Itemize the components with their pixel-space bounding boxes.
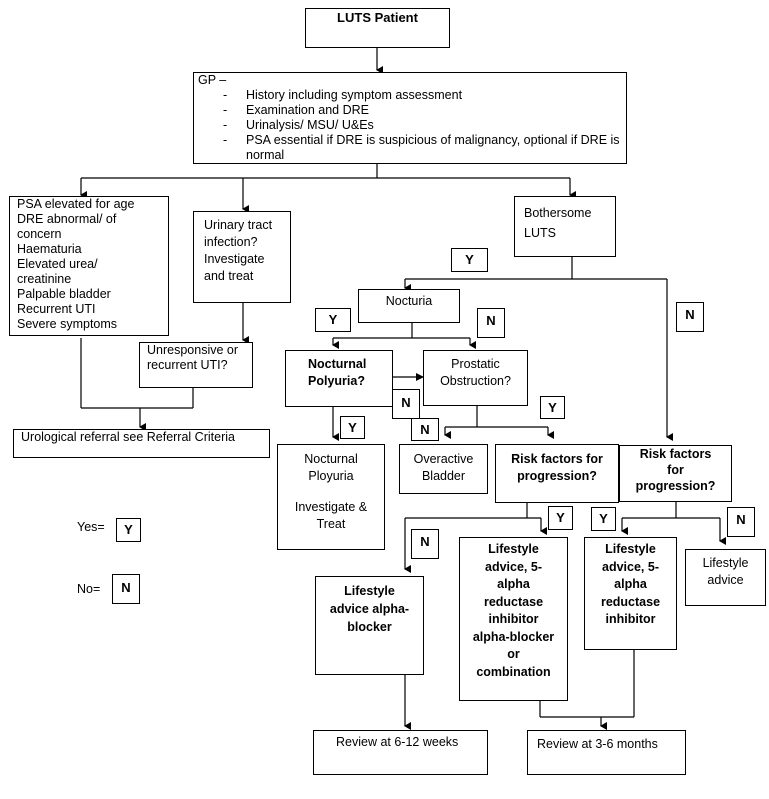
uti-line: and treat (204, 269, 254, 283)
gp-item: -PSA essential if DRE is suspicious of m… (223, 133, 620, 162)
uti-line: infection? (204, 235, 258, 249)
risk1-line: progression? (517, 469, 597, 483)
risk1-line: Risk factors for (511, 452, 603, 466)
risk2-line: for (667, 463, 684, 477)
lifestyle-5ari-box: Lifestyle advice, 5- alpha reductase inh… (584, 537, 677, 650)
gp-item: -Urinalysis/ MSU/ U&Es (223, 118, 374, 132)
risk-factors-box-2: Risk factors for progression? (619, 445, 732, 502)
criteria-line: Elevated urea/ (17, 257, 98, 271)
oab-line: Overactive (413, 452, 474, 466)
uti-line: Urinary tract (204, 218, 273, 232)
overactive-bladder-box: Overactive Bladder (399, 444, 488, 494)
lifestyle-advice-box: Lifestyle advice (685, 549, 766, 606)
criteria-line: Recurrent UTI (17, 302, 96, 316)
ari-line: advice, 5- (602, 559, 659, 574)
combo-line: alpha-blocker (472, 629, 555, 644)
referral-criteria-box: PSA elevated for age DRE abnormal/ of co… (9, 196, 169, 336)
yes-tag-5ari: Y (591, 507, 616, 531)
no-tag-alpha-blocker: N (411, 529, 439, 559)
gp-box: GP – -History including symptom assessme… (193, 72, 627, 164)
no-tag-prostatic: N (477, 308, 505, 338)
no-tag-np-to-po: N (392, 389, 420, 419)
nocturnal-ployuria-box: Nocturnal Ployuria Investigate & Treat (277, 444, 385, 550)
combo-line: inhibitor (488, 612, 539, 626)
combo-line: advice, 5- (485, 559, 542, 574)
criteria-line: Severe symptoms (17, 317, 118, 331)
legend-no-tag: N (112, 574, 140, 604)
ari-line: Lifestyle (605, 542, 656, 556)
nocturnal-ployuria-line: Investigate & (294, 500, 368, 514)
combo-line: combination (476, 664, 551, 679)
criteria-line: Palpable bladder (17, 287, 111, 301)
ari-line: inhibitor (605, 612, 656, 626)
nocturnal-ployuria-line: Ployuria (308, 469, 354, 483)
review-weeks-text: Review at 6-12 weeks (336, 735, 459, 749)
unresponsive-uti-box: Unresponsive or recurrent UTI? (139, 342, 253, 388)
review-months-text: Review at 3-6 months (537, 737, 658, 751)
combo-line: Lifestyle (488, 542, 539, 556)
gp-item: -Examination and DRE (223, 103, 369, 117)
no-tag-lifestyle-advice: N (727, 507, 755, 537)
uti-line: Investigate (204, 252, 265, 266)
gp-item: -History including symptom assessment (223, 88, 463, 102)
spacer (278, 485, 384, 499)
risk2-line: Risk factors (639, 447, 712, 461)
legend-yes-label: Yes= (77, 520, 105, 534)
criteria-line: creatinine (17, 272, 72, 286)
lifestyle-5ari-combination-box: Lifestyle advice, 5- alpha reductase inh… (459, 537, 568, 701)
yes-tag-nocturnal-ployuria: Y (340, 416, 365, 439)
nocturia-text: Nocturia (385, 294, 433, 308)
po-line: Obstruction? (440, 374, 511, 388)
unresponsive-line: recurrent UTI? (147, 358, 228, 372)
combo-line: reductase (483, 594, 544, 609)
ari-line: alpha (614, 577, 647, 591)
nocturnal-ployuria-line: Nocturnal (304, 452, 358, 466)
nocturnal-ployuria-line: Treat (316, 517, 346, 531)
np-line: Polyuria? (308, 374, 365, 388)
gp-heading: GP – (198, 73, 227, 87)
review-months-box: Review at 3-6 months (527, 730, 686, 775)
luts-patient-box: LUTS Patient (305, 8, 450, 48)
lifestyle-alpha-blocker-box: Lifestyle advice alpha- blocker (315, 576, 424, 675)
no-tag-bothersome-branch: N (676, 302, 704, 332)
la-line: advice (707, 573, 744, 587)
bothersome-line: Bothersome (524, 206, 592, 220)
bothersome-line: LUTS (524, 226, 556, 240)
po-line: Prostatic (451, 357, 500, 371)
lab-line: Lifestyle (344, 584, 395, 598)
legend-yes-tag: Y (116, 518, 141, 542)
yes-tag-nocturia-branch: Y (451, 248, 488, 272)
yes-tag-nocturnal-polyuria: Y (315, 308, 351, 332)
prostatic-obstruction-question-box: Prostatic Obstruction? (423, 350, 528, 406)
unresponsive-line: Unresponsive or (147, 343, 239, 357)
oab-line: Bladder (421, 469, 466, 483)
ari-line: reductase (600, 594, 661, 609)
criteria-line: concern (17, 227, 62, 241)
legend-no-label: No= (77, 582, 101, 596)
lab-line: blocker (347, 620, 392, 634)
urological-referral-text: Urological referral see Referral Criteri… (21, 430, 235, 444)
yes-tag-combination: Y (548, 506, 573, 530)
combo-line: alpha (497, 577, 530, 591)
nocturia-box: Nocturia (358, 289, 460, 323)
risk2-line: progression? (635, 479, 716, 493)
criteria-line: Haematuria (17, 242, 82, 256)
np-line: Nocturnal (308, 357, 367, 371)
criteria-line: DRE abnormal/ of (17, 212, 117, 226)
combo-line: or (507, 647, 520, 661)
risk-factors-box-1: Risk factors for progression? (495, 444, 619, 503)
urological-referral-box: Urological referral see Referral Criteri… (13, 429, 270, 458)
bothersome-luts-box: Bothersome LUTS (514, 196, 616, 257)
nocturnal-polyuria-question-box: Nocturnal Polyuria? (285, 350, 393, 407)
criteria-line: PSA elevated for age (17, 197, 135, 211)
no-tag-overactive-bladder: N (411, 418, 439, 441)
lab-line: advice alpha- (329, 602, 410, 616)
uti-box: Urinary tract infection? Investigate and… (193, 211, 291, 303)
luts-patient-title: LUTS Patient (337, 10, 418, 25)
yes-tag-risk-factors-1: Y (540, 396, 565, 419)
la-line: Lifestyle (702, 556, 749, 570)
review-weeks-box: Review at 6-12 weeks (313, 730, 488, 775)
